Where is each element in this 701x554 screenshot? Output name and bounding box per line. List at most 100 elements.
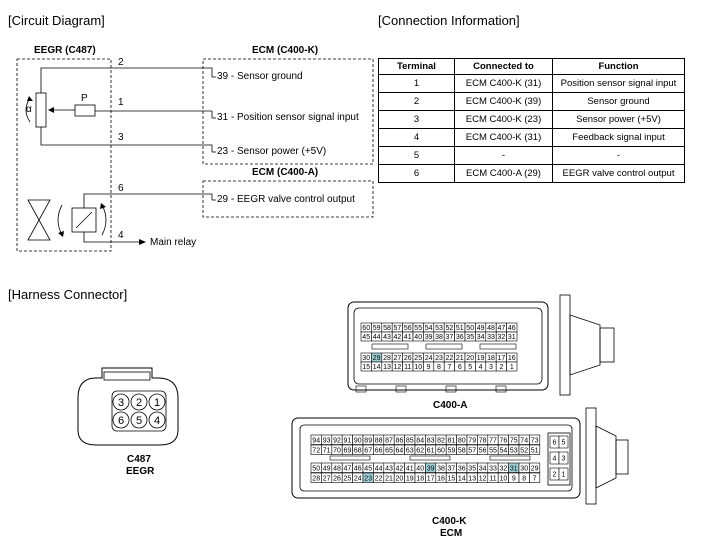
c487-pin-circle xyxy=(148,393,166,411)
c400k-pin: 92 xyxy=(333,437,341,444)
ecm-k-label: ECM (C400-K) xyxy=(252,45,319,56)
c400k-pin: 75 xyxy=(510,437,518,444)
c400a-pin: 45 xyxy=(362,334,370,341)
c400a-pin: 13 xyxy=(383,364,391,371)
table-cell: ECM C400-K (39) xyxy=(454,92,553,111)
wire-pin2 xyxy=(40,67,216,93)
c400a-pin: 32 xyxy=(498,334,506,341)
c400a-pin: 7 xyxy=(447,364,451,371)
table-cell: 6 xyxy=(378,164,455,183)
c400k-pin: 89 xyxy=(364,437,372,444)
c400k-pin: 74 xyxy=(520,437,528,444)
c400k-pin: 41 xyxy=(406,465,414,472)
c400a-pin: 48 xyxy=(487,325,495,332)
table-cell: ECM C400-A (29) xyxy=(454,164,553,183)
c400a-pin: 26 xyxy=(404,355,412,362)
c400k-pin: 30 xyxy=(520,465,528,472)
c400a-pin: 58 xyxy=(383,325,391,332)
c400k-pin: 58 xyxy=(458,447,466,454)
c400a-pin: 8 xyxy=(437,364,441,371)
c400k-pin: 83 xyxy=(427,437,435,444)
c400k-side-pin-box xyxy=(558,435,569,449)
c400a-pin: 57 xyxy=(394,325,402,332)
table-row: 6 ECM C400-A (29) EEGR valve control out… xyxy=(378,164,685,183)
c400a-pin: 59 xyxy=(373,325,381,332)
table-cell: 1 xyxy=(378,74,455,93)
c400k-pin: 19 xyxy=(406,475,414,482)
c400k-pin: 46 xyxy=(354,465,362,472)
c487-pin-circle xyxy=(148,411,166,429)
valve-symbol xyxy=(27,199,51,221)
c400k-pin: 70 xyxy=(333,447,341,454)
c400a-pin: 30 xyxy=(362,355,370,362)
potentiometer xyxy=(35,92,47,128)
c400a-pin: 17 xyxy=(498,355,506,362)
c400k-pin: 56 xyxy=(479,447,487,454)
c400k-pin: 10 xyxy=(500,475,508,482)
c400a-pin: 55 xyxy=(414,325,422,332)
c400k-pin: 18 xyxy=(416,475,424,482)
c400a-pin: 28 xyxy=(383,355,391,362)
c400k-pin: 16 xyxy=(437,475,445,482)
c400k-pin: 49 xyxy=(323,465,331,472)
c400k-pin: 60 xyxy=(437,447,445,454)
c400k-pin: 51 xyxy=(531,447,539,454)
c400k-pin: 63 xyxy=(406,447,414,454)
c400k-pin: 91 xyxy=(344,437,352,444)
c400a-pin: 47 xyxy=(498,325,506,332)
ecm-k-box xyxy=(202,58,374,165)
c400k-pin: 62 xyxy=(416,447,424,454)
c400k-side-pin: 6 xyxy=(553,440,557,447)
c400a-pin-box xyxy=(506,331,518,342)
c400a-pin: 33 xyxy=(487,334,495,341)
c400k-side-pin: 5 xyxy=(562,440,566,447)
c400k-side-pin: 2 xyxy=(553,472,557,479)
c400k-pin: 31 xyxy=(510,465,518,472)
c400k-pin: 61 xyxy=(427,447,435,454)
c400k-pin: 35 xyxy=(468,465,476,472)
c487-pin-circle xyxy=(112,393,130,411)
c400k-pin-box xyxy=(529,462,541,473)
table-cell: Sensor power (+5V) xyxy=(552,110,685,129)
c400k-pin: 82 xyxy=(437,437,445,444)
c400k-pin: 14 xyxy=(458,475,466,482)
c400a-pin: 19 xyxy=(477,355,485,362)
c400k-pin: 27 xyxy=(323,475,331,482)
c400a-pin: 6 xyxy=(458,364,462,371)
c400k-pin: 90 xyxy=(354,437,362,444)
c400k-side-pin-box xyxy=(558,451,569,465)
harness-connector-title: [Harness Connector] xyxy=(8,287,128,302)
c400a-pin: 44 xyxy=(373,334,381,341)
c400a-label: C400-A xyxy=(433,400,468,411)
c400k-pin: 39 xyxy=(427,465,435,472)
table-row: 3 ECM C400-K (23) Sensor power (+5V) xyxy=(378,110,685,129)
c400k-pin: 15 xyxy=(448,475,456,482)
table-cell: - xyxy=(454,146,553,165)
c400k-side-pin: 4 xyxy=(553,456,557,463)
c400k-side-pin: 1 xyxy=(562,472,566,479)
c400a-pin: 5 xyxy=(468,364,472,371)
c487-pin-circle xyxy=(130,393,148,411)
c400a-pin: 43 xyxy=(383,334,391,341)
c400a-pin: 16 xyxy=(508,355,516,362)
table-cell: Feedback signal input xyxy=(552,128,685,147)
table-cell: ECM C400-K (31) xyxy=(454,128,553,147)
c400a-pin: 21 xyxy=(456,355,464,362)
table-row: 4 ECM C400-K (31) Feedback signal input xyxy=(378,128,685,147)
circuit-diagram-title: [Circuit Diagram] xyxy=(8,13,105,28)
pin-label: 3 xyxy=(118,132,124,143)
c400k-pin: 32 xyxy=(500,465,508,472)
c400k-pin: 9 xyxy=(512,475,516,482)
c400a-pin: 53 xyxy=(435,325,443,332)
column-header: Terminal xyxy=(378,58,455,75)
c400k-pin: 22 xyxy=(375,475,383,482)
pin-label: 6 xyxy=(118,183,124,194)
c400a-pin: 22 xyxy=(446,355,454,362)
c400k-pin: 81 xyxy=(448,437,456,444)
c400k-pin-box xyxy=(529,444,541,455)
c400k-side-pin-box xyxy=(558,467,569,481)
c400k-pin: 24 xyxy=(354,475,362,482)
c400k-pin: 13 xyxy=(468,475,476,482)
ecm-k-terminal-39: 39 - Sensor ground xyxy=(217,71,303,82)
